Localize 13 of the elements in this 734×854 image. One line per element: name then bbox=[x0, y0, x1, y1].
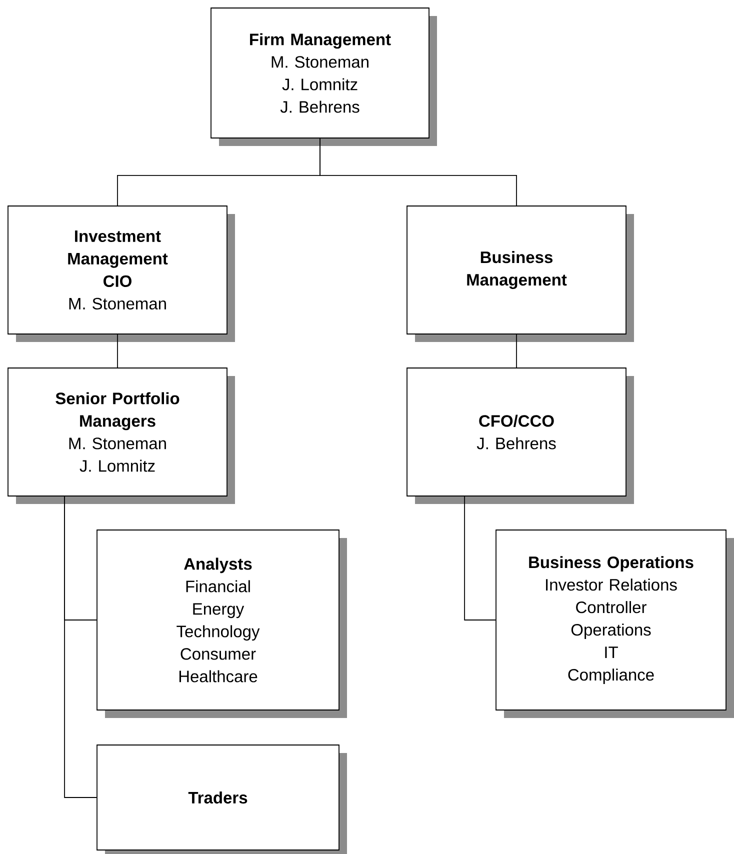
org-box: Analysts Financial Energy Technology Consumer Healthcare bbox=[96, 530, 347, 718]
connector-line bbox=[516, 334, 517, 368]
org-box: CFO/CCO J. Behrens bbox=[406, 368, 634, 504]
org-box: Investment Management CIO M. Stoneman bbox=[8, 206, 235, 342]
org-box: Firm Management M. Stoneman J. Lomnitz J. Behrens bbox=[210, 8, 437, 146]
org-box: Senior Portfolio Managers M. Stoneman J. Lomnitz bbox=[8, 368, 235, 504]
connector-line bbox=[464, 496, 496, 620]
connector-line bbox=[64, 496, 97, 798]
org-box: Business Operations Investor Relations Controller Operations IT Compliance bbox=[496, 530, 734, 718]
connector-line bbox=[320, 138, 517, 206]
connector-line bbox=[117, 334, 118, 368]
org-box: Traders bbox=[96, 744, 347, 854]
org-box: Business Management bbox=[406, 206, 634, 342]
